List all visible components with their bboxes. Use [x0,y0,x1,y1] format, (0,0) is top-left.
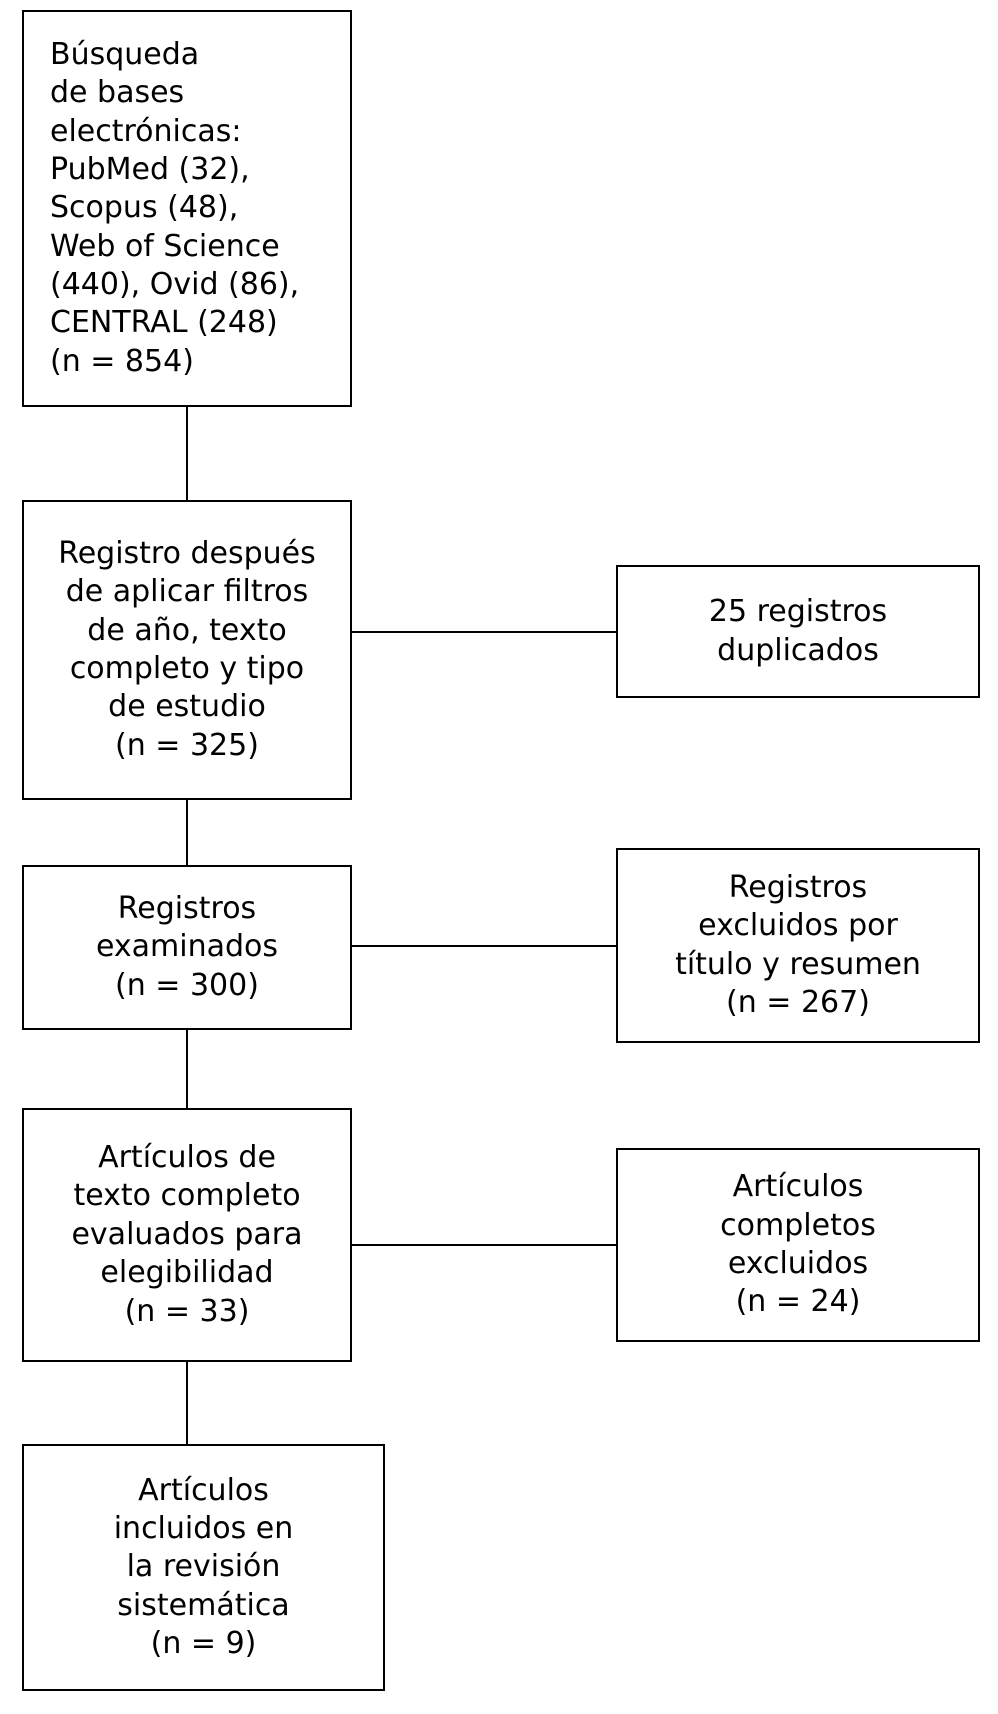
connector-elegibilidad-to-completos-excluidos [352,1244,616,1246]
exclusion-box-excluidos-titulo-resumen: Registros excluidos por título y resumen… [616,848,980,1043]
flow-box-registro-filtros-label: Registro después de aplicar filtros de a… [58,535,316,763]
connector-examinados-to-excluidos [352,945,616,947]
flow-box-registro-filtros: Registro después de aplicar filtros de a… [22,500,352,800]
flow-box-registros-examinados: Registros examinados (n = 300) [22,865,352,1030]
flow-box-incluidos-label: Artículos incluidos en la revisión siste… [113,1472,294,1662]
connector-identificacion-to-registro [186,407,188,500]
flow-box-identificacion: Búsqueda de bases electrónicas: PubMed (… [22,10,352,407]
exclusion-box-completos-excluidos: Artículos completos excluidos (n = 24) [616,1148,980,1342]
connector-examinados-to-elegibilidad [186,1030,188,1108]
connector-registro-to-examinados [186,800,188,865]
flow-box-registros-examinados-label: Registros examinados (n = 300) [95,890,279,1003]
exclusion-box-duplicados-label: 25 registros duplicados [708,594,888,668]
connector-elegibilidad-to-incluidos [186,1362,188,1444]
connector-registro-to-duplicados [352,631,616,633]
flow-box-identificacion-label: Búsqueda de bases electrónicas: PubMed (… [50,36,300,379]
exclusion-box-excluidos-titulo-resumen-label: Registros excluidos por título y resumen… [675,869,921,1020]
flow-box-incluidos: Artículos incluidos en la revisión siste… [22,1444,385,1691]
flow-box-texto-completo-elegibilidad: Artículos de texto completo evaluados pa… [22,1108,352,1362]
exclusion-box-duplicados: 25 registros duplicados [616,565,980,698]
flow-box-texto-completo-elegibilidad-label: Artículos de texto completo evaluados pa… [71,1140,303,1329]
exclusion-box-completos-excluidos-label: Artículos completos excluidos (n = 24) [720,1169,876,1320]
